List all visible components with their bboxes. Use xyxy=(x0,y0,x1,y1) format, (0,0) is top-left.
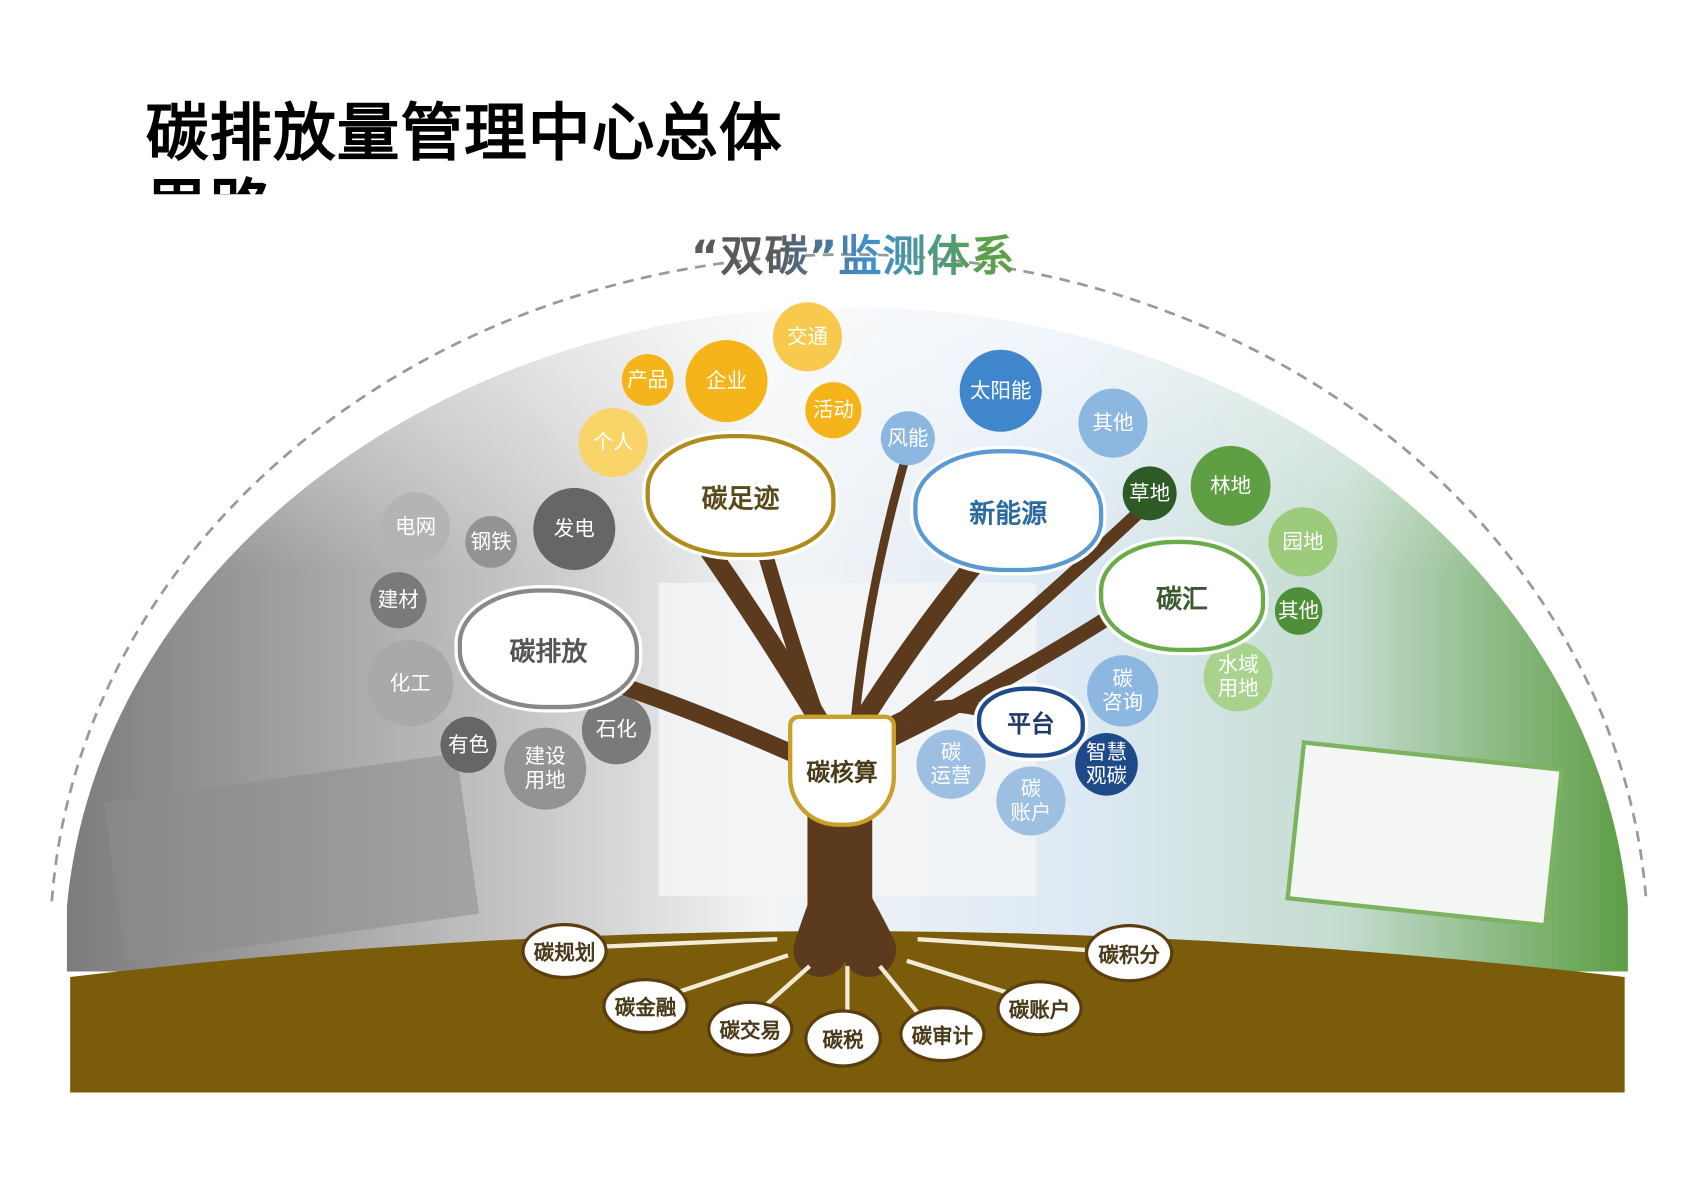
dashboard-left-screenshot xyxy=(103,753,480,964)
root-points: 碳积分 xyxy=(1084,924,1174,983)
bubble-construction-land: 建设 用地 xyxy=(504,727,587,810)
carbon-accounting-shield: 碳核算 xyxy=(788,714,896,827)
bubble-wind: 风能 xyxy=(880,411,935,466)
cloud-platform: 平台 xyxy=(976,686,1085,758)
page-title: 碳排放量管理中心总体思路 xyxy=(145,96,783,194)
cloud-carbon-footprint: 碳足迹 xyxy=(645,433,836,558)
cloud-carbon-sink: 碳汇 xyxy=(1098,539,1266,653)
bubble-garden: 园地 xyxy=(1268,507,1338,577)
bubble-consulting: 碳 咨询 xyxy=(1087,655,1159,727)
bubble-operation: 碳 运营 xyxy=(916,729,986,799)
root-planning: 碳规划 xyxy=(521,922,608,980)
diagram-headline: “双碳”监测体系 xyxy=(691,221,1015,284)
cloud-new-energy: 新能源 xyxy=(913,449,1104,573)
root-lines xyxy=(599,937,1086,1015)
root-audit: 碳审计 xyxy=(899,1006,986,1063)
dome-dashed-arc xyxy=(50,253,1648,902)
bubble-product: 产品 xyxy=(621,354,674,406)
root-account: 碳账户 xyxy=(996,980,1083,1037)
bubble-power: 发电 xyxy=(533,487,616,570)
bubble-chemical: 化工 xyxy=(367,640,454,727)
bubble-grid: 电网 xyxy=(381,492,451,562)
bubble-water: 水域 用地 xyxy=(1203,642,1273,712)
root-trading: 碳交易 xyxy=(707,1000,794,1057)
bubble-account: 碳 账户 xyxy=(996,766,1066,836)
bubble-petrochemical: 石化 xyxy=(581,695,651,765)
bubble-activity: 活动 xyxy=(805,382,862,439)
bubble-enterprise: 企业 xyxy=(685,340,768,423)
bubble-steel: 钢铁 xyxy=(465,516,518,568)
dashboard-right-screenshot xyxy=(1285,740,1565,928)
bubble-building-material: 建材 xyxy=(370,572,427,629)
bubble-forest: 林地 xyxy=(1190,445,1271,526)
bubble-traffic: 交通 xyxy=(772,302,843,372)
bubble-smart-observation: 智慧 观碳 xyxy=(1075,732,1138,796)
root-finance: 碳金融 xyxy=(602,978,689,1035)
bubble-nonferrous: 有色 xyxy=(440,716,497,773)
root-tax: 碳税 xyxy=(804,1009,882,1068)
bubble-energy-other: 其他 xyxy=(1078,388,1148,458)
cloud-carbon-emission: 碳排放 xyxy=(457,588,640,710)
bubble-individual: 个人 xyxy=(578,408,648,478)
bubble-grassland: 草地 xyxy=(1122,466,1177,521)
bubble-solar: 太阳能 xyxy=(959,349,1042,432)
bubble-sink-other: 其他 xyxy=(1274,587,1323,635)
